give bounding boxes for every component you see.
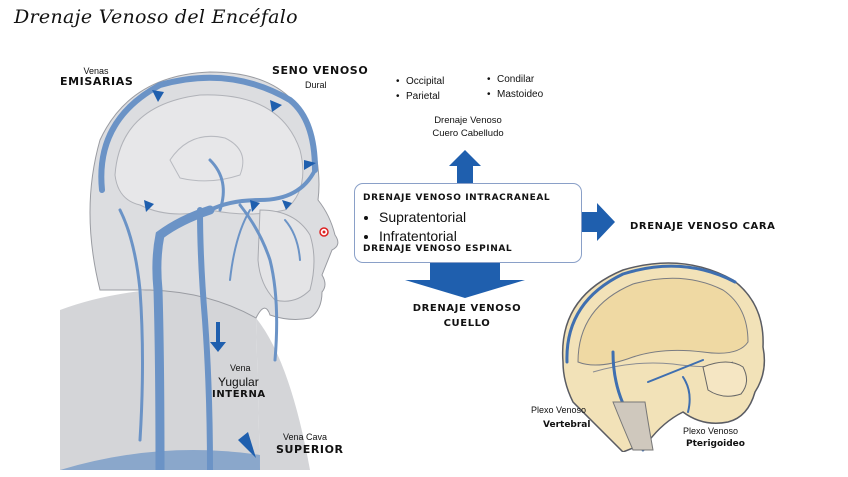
cuero-line2: Cuero Cabelludo xyxy=(432,128,504,139)
vena-cava-superior-label: SUPERIOR xyxy=(276,443,344,456)
yugular-small-label: Vena xyxy=(230,363,251,373)
list-item: •Parietal xyxy=(396,91,440,102)
arrow-down-icon xyxy=(405,262,525,298)
plexo-vertebral-big: Vertebral xyxy=(543,420,591,430)
vena-cava-small-label: Vena Cava xyxy=(283,432,328,442)
cara-label: DRENAJE VENOSO CARA xyxy=(630,221,776,232)
list-item: •Condilar xyxy=(487,74,535,85)
emisarias-label: EMISARIAS xyxy=(60,75,134,88)
scalp-bullets-right: •Condilar •Mastoideo xyxy=(487,72,543,102)
bullet-mastoideo: Mastoideo xyxy=(497,89,544,100)
arrow-up-icon xyxy=(449,150,481,183)
intracranial-box: DRENAJE VENOSO INTRACRANEAL Supratentori… xyxy=(354,183,582,263)
plexo-pterigoideo-small: Plexo Venoso xyxy=(683,426,739,436)
intracranial-header: DRENAJE VENOSO INTRACRANEAL xyxy=(363,193,551,203)
cuello-label: DRENAJE VENOSO CUELLO xyxy=(397,303,537,329)
seno-dural-label: Dural xyxy=(305,80,327,90)
emisarias-small-label: Venas xyxy=(83,66,109,76)
skull-section-illustration xyxy=(561,262,766,452)
cuello-line1: DRENAJE VENOSO xyxy=(412,303,522,314)
intracranial-list: Supratentorial Infratentorial xyxy=(359,208,466,246)
arrow-right-icon xyxy=(580,203,615,241)
plexo-vertebral-small: Plexo Venoso xyxy=(531,405,587,415)
yugular-mid-label: Yugular xyxy=(218,375,259,389)
espinal-footer: DRENAJE VENOSO ESPINAL xyxy=(363,244,513,254)
scalp-bullets-left: •Occipital •Parietal xyxy=(396,74,444,104)
list-item: Infratentorial xyxy=(379,227,466,246)
list-item: Supratentorial xyxy=(379,208,466,227)
bullet-parietal: Parietal xyxy=(406,91,440,102)
yugular-interna-label: INTERNA xyxy=(212,389,266,400)
cuero-line1: Drenaje Venoso xyxy=(434,115,502,126)
cuello-line2: CUELLO xyxy=(443,318,491,329)
plexo-pterigoideo-big: Pterigoideo xyxy=(686,439,745,449)
cuero-cabelludo-label: Drenaje Venoso Cuero Cabelludo xyxy=(408,115,528,139)
bullet-condilar: Condilar xyxy=(497,74,535,85)
head-venous-illustration xyxy=(60,71,339,470)
bullet-occipital: Occipital xyxy=(406,76,445,87)
list-item: •Occipital xyxy=(396,76,445,87)
list-item: •Mastoideo xyxy=(487,89,544,100)
seno-venoso-label: SENO VENOSO xyxy=(272,64,369,77)
diagram-title: Drenaje Venoso del Encéfalo xyxy=(14,6,298,28)
